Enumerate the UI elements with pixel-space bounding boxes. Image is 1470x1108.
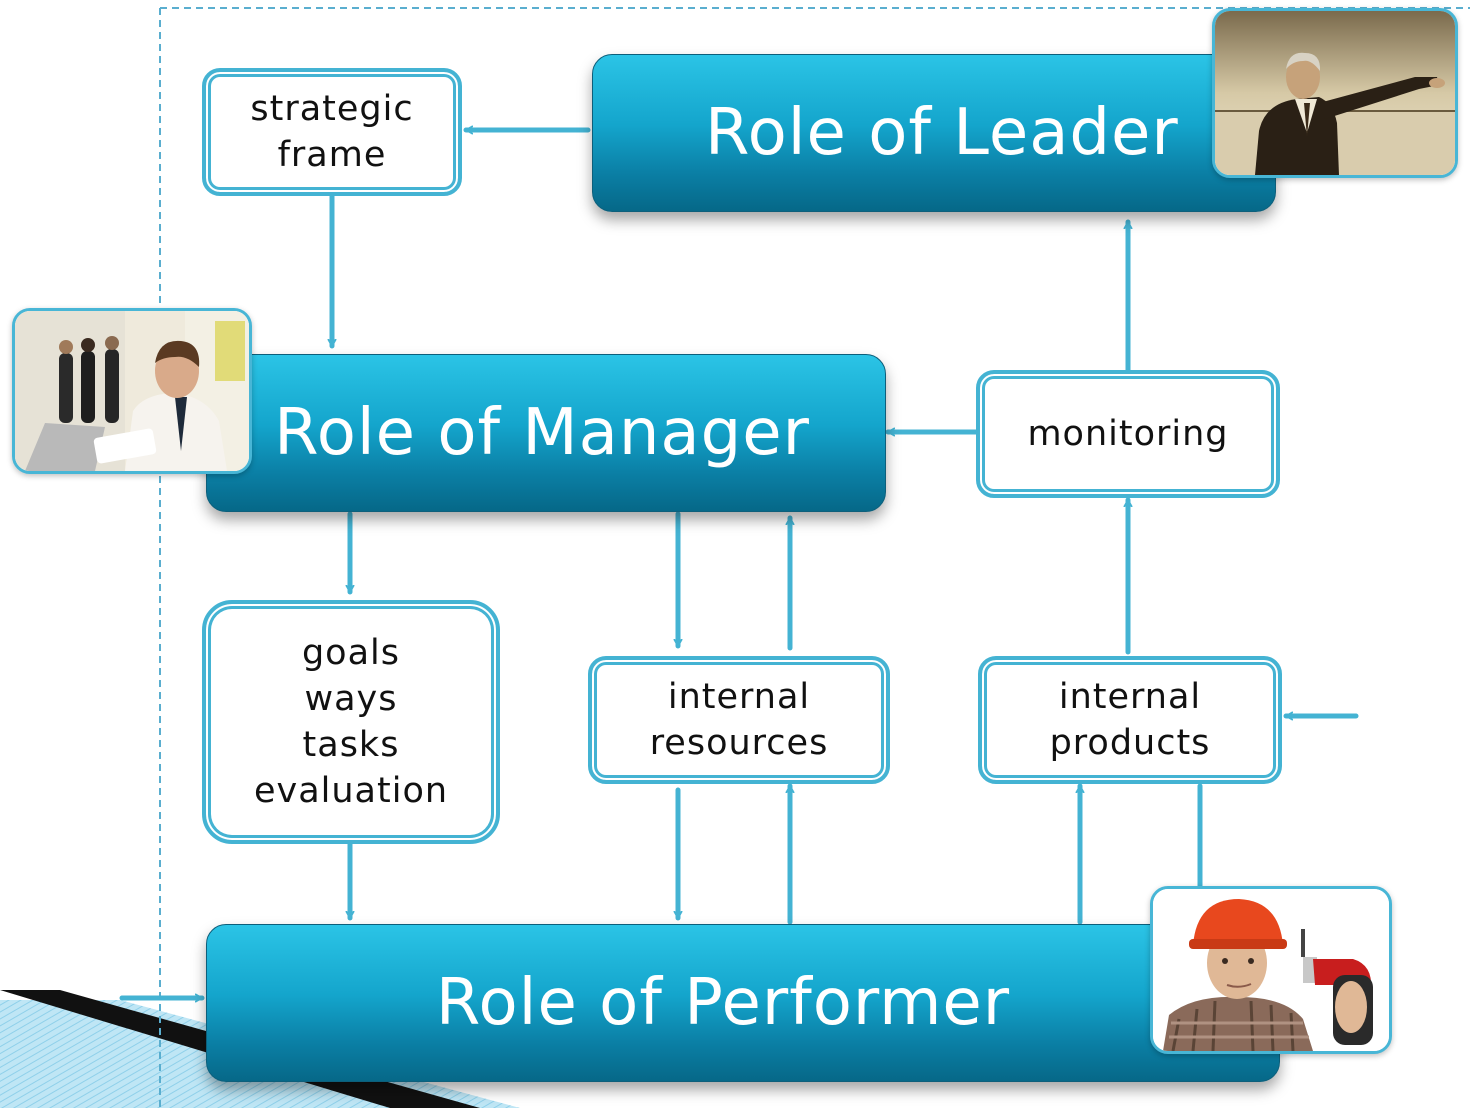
box-monitoring: monitoring bbox=[976, 370, 1280, 498]
role-leader-label: Role of Leader bbox=[705, 96, 1179, 170]
box-internal-resources-line-1: internal bbox=[667, 677, 811, 717]
box-internal-resources-line-2: resources bbox=[649, 723, 829, 763]
box-internal-products-line-1: internal bbox=[1058, 677, 1202, 717]
box-goals-line-3: tasks bbox=[302, 725, 400, 765]
box-internal-products-line-2: products bbox=[1049, 723, 1211, 763]
worker-with-drill-icon bbox=[1153, 889, 1389, 1051]
box-strategic-frame: strategic frame bbox=[202, 68, 462, 196]
box-internal-resources: internal resources bbox=[588, 656, 890, 784]
role-leader: Role of Leader bbox=[592, 54, 1276, 212]
role-manager-label: Role of Manager bbox=[274, 396, 810, 470]
box-internal-products: internal products bbox=[978, 656, 1282, 784]
role-performer: Role of Performer bbox=[206, 924, 1280, 1082]
role-manager: Role of Manager bbox=[206, 354, 886, 512]
box-goals-line-1: goals bbox=[301, 633, 401, 673]
box-strategic-frame-line-1: strategic bbox=[250, 89, 414, 129]
manager-photo bbox=[12, 308, 252, 474]
box-monitoring-line-1: monitoring bbox=[1027, 414, 1229, 454]
office-manager-icon bbox=[15, 311, 249, 471]
box-goals-line-4: evaluation bbox=[253, 771, 449, 811]
role-performer-label: Role of Performer bbox=[435, 966, 1011, 1040]
box-strategic-frame-line-2: frame bbox=[277, 135, 387, 175]
box-goals-line-2: ways bbox=[304, 679, 398, 719]
leader-photo bbox=[1212, 8, 1458, 178]
box-goals: goals ways tasks evaluation bbox=[202, 600, 500, 844]
businessman-pointing-icon bbox=[1215, 11, 1455, 175]
performer-photo bbox=[1150, 886, 1392, 1054]
